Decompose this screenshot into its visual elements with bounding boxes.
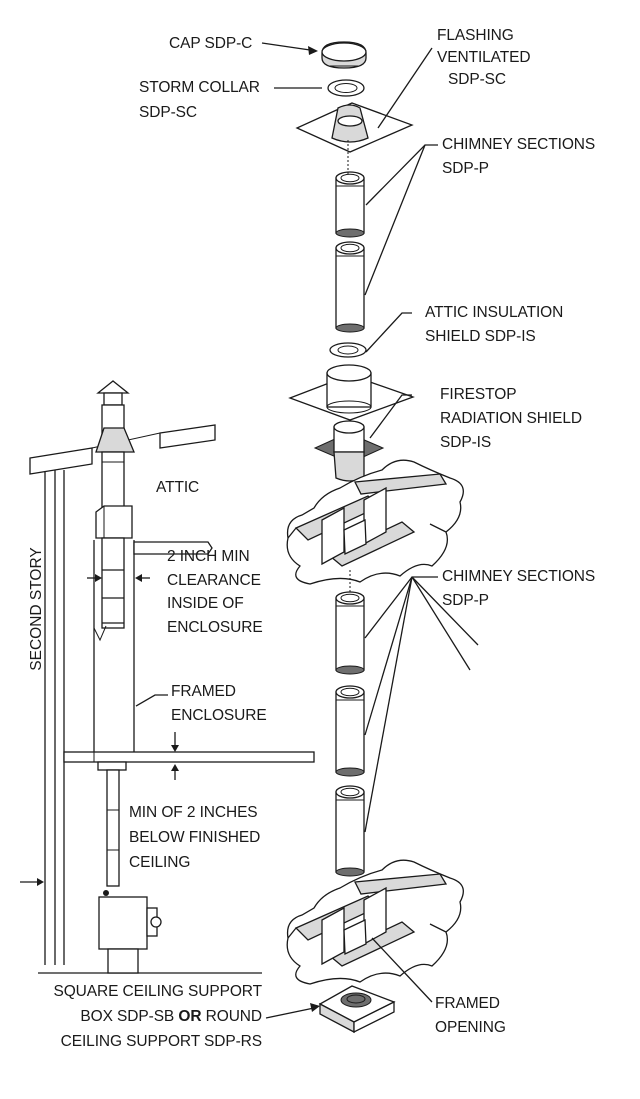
label-framed-enclosure-line2: ENCLOSURE: [171, 707, 267, 724]
flashing: [295, 102, 414, 153]
label-ceiling-support-part-a: BOX SDP-SB: [80, 1008, 179, 1025]
installed-chimney: [95, 380, 135, 629]
chimney-section-top-1: [335, 171, 365, 238]
label-ceiling-support-part-c: ROUND: [201, 1008, 262, 1025]
label-ceiling-support-line2: BOX SDP-SB OR ROUND: [20, 1006, 262, 1027]
label-framed-opening-line2: OPENING: [435, 1019, 506, 1036]
attic-insulation-collar: [329, 342, 367, 358]
label-flashing-line1: FLASHING: [437, 27, 514, 44]
label-clearance-line2: CLEARANCE: [167, 572, 261, 589]
label-second-story: SECOND STORY: [28, 547, 45, 671]
label-ceiling-support-line3: CEILING SUPPORT SDP-RS: [60, 1033, 262, 1050]
framed-joist-lower: [286, 859, 464, 985]
label-chimney-mid-line2: SDP-P: [442, 592, 489, 609]
attic-insulation-shield: [288, 364, 415, 421]
label-clearance-line4: ENCLOSURE: [167, 619, 263, 636]
label-ceiling-support-or: OR: [178, 1008, 202, 1025]
label-min-below-line2: BELOW FINISHED: [129, 829, 261, 846]
chimney-section-mid-1: [335, 591, 365, 675]
chimney-section-mid-2: [335, 685, 365, 777]
label-attic-insulation-line1: ATTIC INSULATION: [425, 304, 564, 321]
leader-lines: [135, 42, 479, 1019]
label-clearance-line3: INSIDE OF: [167, 595, 244, 612]
firestop-radiation-shield: [313, 420, 385, 482]
label-cap: CAP SDP-C: [169, 35, 253, 52]
label-firestop-line2: RADIATION SHIELD: [440, 410, 582, 427]
label-min-below-line1: MIN OF 2 INCHES: [129, 804, 258, 821]
label-firestop-line1: FIRESTOP: [440, 386, 517, 403]
chimney-cap: [321, 41, 367, 69]
label-min-below-line3: CEILING: [129, 854, 191, 871]
label-attic-insulation-line2: SHIELD SDP-IS: [425, 328, 536, 345]
framed-joist-upper: [286, 459, 464, 585]
label-framed-opening-line1: FRAMED: [435, 995, 500, 1012]
label-chimney-top-line1: CHIMNEY SECTIONS: [442, 136, 596, 153]
attic-rafter: [29, 424, 216, 475]
label-firestop-line3: SDP-IS: [440, 434, 492, 451]
wood-stove: [98, 896, 162, 974]
label-flashing-line2: VENTILATED: [437, 49, 531, 66]
label-ceiling-support-line1: SQUARE CEILING SUPPORT: [53, 983, 262, 1000]
ceiling-support-box: [318, 985, 396, 1034]
stove-pipe: [97, 761, 127, 896]
label-attic: ATTIC: [156, 479, 200, 496]
label-flashing-line3: SDP-SC: [448, 71, 506, 88]
label-chimney-mid-line1: CHIMNEY SECTIONS: [442, 568, 596, 585]
label-storm-collar-line2: SDP-SC: [139, 104, 197, 121]
framed-enclosure: [93, 540, 213, 756]
chimney-section-mid-3: [335, 785, 365, 877]
storm-collar: [327, 79, 365, 97]
label-storm-collar-line1: STORM COLLAR: [139, 79, 260, 96]
label-chimney-top-line2: SDP-P: [442, 160, 489, 177]
label-framed-enclosure-line1: FRAMED: [171, 683, 236, 700]
label-clearance-line1: 2 INCH MIN: [167, 548, 250, 565]
chimney-section-top-2: [335, 241, 365, 333]
finished-ceiling: [63, 751, 315, 763]
second-story-wall: [38, 470, 262, 974]
dimension-arrows: [20, 574, 179, 886]
